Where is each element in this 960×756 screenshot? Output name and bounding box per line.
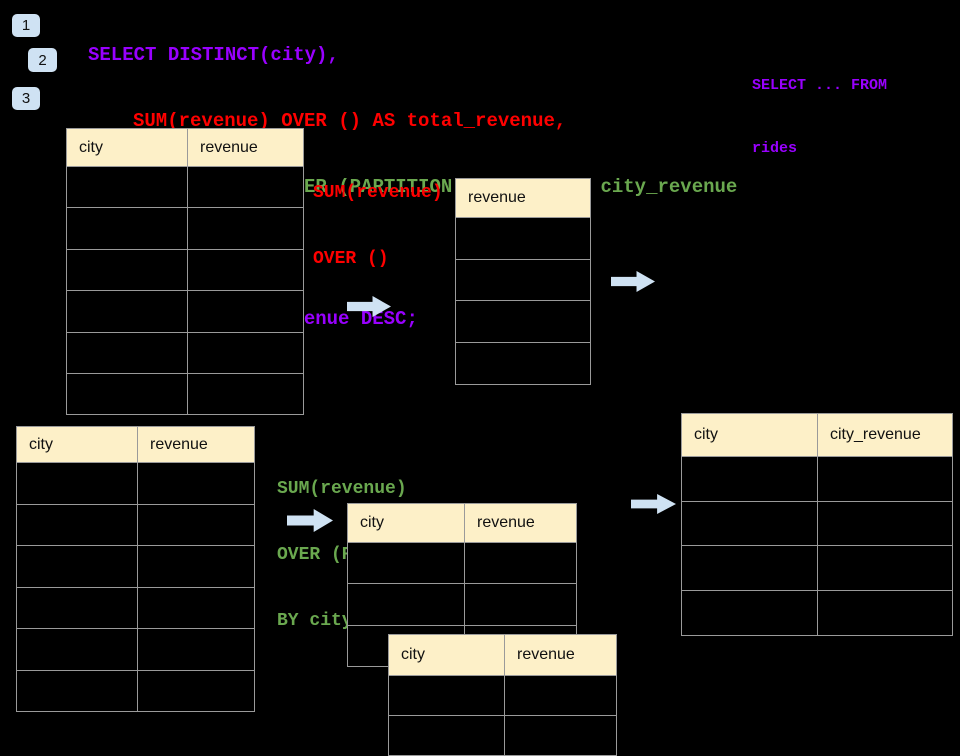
table-row — [66, 249, 304, 292]
table-cell — [348, 543, 464, 583]
table-cell — [17, 505, 137, 546]
column-header-city-revenue: city_revenue — [817, 414, 952, 456]
table-cell — [187, 291, 303, 332]
table-cell — [456, 343, 590, 384]
table-row — [347, 584, 577, 626]
table-cell — [67, 208, 187, 248]
table-row — [16, 463, 255, 505]
table-cell — [187, 373, 303, 415]
table-row — [347, 543, 577, 585]
table-row — [66, 332, 304, 374]
table-row — [66, 291, 304, 333]
table-cell — [137, 587, 254, 628]
table-row — [66, 373, 304, 416]
annotation-total-line2: OVER () — [313, 249, 389, 269]
step-badge-2: 2 — [28, 48, 57, 72]
table-row — [455, 218, 591, 260]
annotation-total-line1: SUM(revenue) — [313, 183, 443, 203]
table-source-top: city revenue — [66, 128, 304, 416]
table-row — [66, 167, 304, 209]
table-cell — [464, 543, 576, 584]
table-cell — [682, 502, 817, 546]
table-cell — [137, 463, 254, 504]
table-row — [681, 546, 953, 592]
table-cell — [389, 716, 504, 755]
column-header-city: city — [29, 435, 53, 453]
table-cell — [817, 457, 952, 501]
table-row — [455, 301, 591, 344]
table-cell — [17, 546, 137, 587]
table-cell — [17, 629, 137, 670]
table-cell — [17, 463, 137, 504]
table-row — [16, 670, 255, 712]
table-cell — [137, 670, 254, 711]
table-row — [388, 676, 617, 716]
table-revenue-only: revenue — [455, 178, 591, 385]
column-header-city: city — [401, 646, 425, 663]
side-note-select-from-rides: SELECT ... FROM rides — [752, 33, 887, 180]
column-header-city: city — [360, 514, 384, 531]
table-row — [455, 343, 591, 385]
table-cell — [456, 301, 590, 342]
table-row — [388, 716, 617, 756]
table-cell — [682, 546, 817, 590]
table-cell — [67, 333, 187, 373]
table-row — [66, 208, 304, 250]
table-result-right: city city_revenue — [681, 413, 953, 636]
table-cell — [682, 591, 817, 635]
table-cell — [17, 588, 137, 629]
table-cell — [67, 167, 187, 207]
table-cell — [187, 167, 303, 208]
column-header-revenue: revenue — [468, 189, 526, 206]
annotation-partition-line1: SUM(revenue) — [277, 479, 407, 499]
table-row — [681, 501, 953, 547]
table-cell — [348, 584, 464, 624]
side-note-line2: rides — [752, 140, 798, 157]
step-badge-3: 3 — [12, 87, 40, 110]
table-row — [16, 546, 255, 588]
table-cell — [137, 629, 254, 670]
table-cell — [817, 591, 952, 635]
table-cell — [187, 332, 303, 373]
step-badge-1: 1 — [12, 14, 40, 37]
table-cell — [456, 260, 590, 301]
table-cell — [817, 546, 952, 591]
sql-line-select: SELECT DISTINCT(city), — [88, 44, 339, 66]
table-row — [16, 587, 255, 629]
column-header-revenue: revenue — [464, 504, 576, 542]
table-cell — [67, 374, 187, 414]
table-cell — [817, 501, 952, 546]
side-note-line1: SELECT ... FROM — [752, 77, 888, 94]
annotation-total-revenue: SUM(revenue) OVER () — [313, 138, 443, 292]
table-cell — [504, 676, 616, 715]
table-cell — [682, 457, 817, 501]
table-cell — [504, 716, 616, 755]
arrow-right-icon — [631, 494, 676, 514]
table-source-bottom: city revenue — [16, 426, 255, 712]
sql-line-total: SUM(revenue) OVER () AS total_revenue, — [133, 110, 567, 132]
table-row — [16, 629, 255, 671]
table-row — [16, 504, 255, 546]
table-cell — [137, 504, 254, 545]
table-partition-overlap: city revenue — [388, 634, 617, 756]
column-header-revenue: revenue — [504, 635, 616, 675]
column-header-revenue: revenue — [187, 129, 303, 166]
table-cell — [187, 208, 303, 249]
table-cell — [187, 249, 303, 291]
table-cell — [389, 676, 504, 715]
table-cell — [67, 291, 187, 331]
table-cell — [17, 671, 137, 712]
column-header-revenue: revenue — [137, 427, 254, 462]
column-header-city: city — [79, 138, 103, 156]
table-row — [681, 591, 953, 636]
table-row — [681, 457, 953, 502]
table-cell — [464, 584, 576, 625]
table-cell — [456, 218, 590, 259]
table-cell — [137, 546, 254, 587]
column-header-city: city — [694, 426, 718, 443]
table-row — [455, 259, 591, 302]
table-cell — [67, 250, 187, 290]
